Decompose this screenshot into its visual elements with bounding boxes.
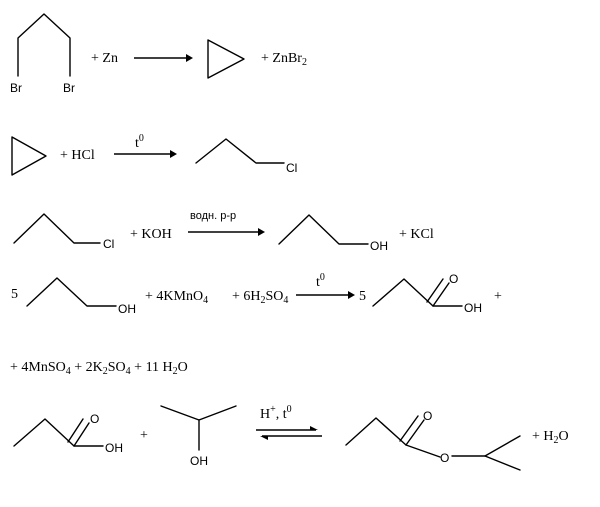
equilibrium-arrows [256,426,322,440]
reaction-2: + HCl t0 Cl [11,133,297,176]
isopropyl-propanoate-product: O O [345,409,521,471]
hydroxyl-label: OH [118,302,136,316]
dibromopropane-skeleton [17,13,71,77]
propanoic-acid-reactant: O OH [13,412,123,455]
water-byproduct: + H2O [532,429,569,446]
hydrogen-chloride-reagent: + HCl [60,148,95,163]
carbonyl-oxygen-label: O [423,409,432,423]
hydroxyl-label: OH [105,441,123,455]
reaction-4: 5 OH + 4KMnO4 + 6H2SO4 t0 5 O OH + [11,272,502,316]
heat-condition-2: t0 [135,133,144,151]
cyclopropane-product [207,39,245,79]
reaction-arrow-2 [114,150,177,158]
potassium-hydroxide-reagent: + KOH [130,227,172,242]
hydroxyl-label: OH [370,239,388,253]
chloropropane-reactant-skeleton [13,213,101,244]
plus-sign: + [140,428,148,443]
propanoic-acid-product: O OH [372,272,482,315]
chloropropane-skeleton [195,138,285,164]
reaction-arrow-1 [134,54,193,62]
continuation-plus: + [494,289,502,304]
reaction-6: O OH + OH H+, t0 O O + H2O [13,404,569,471]
reaction-1: Br Br + Zn + ZnBr2 [10,13,307,95]
zinc-reagent: + Zn [91,51,118,66]
carbonyl-oxygen-label: O [90,412,99,426]
permanganate-reagent: + 4KMnO4 [145,289,208,306]
acid-heat-condition: H+, t0 [260,404,292,422]
reaction-arrow-3 [188,228,265,236]
potassium-chloride-byproduct: + KCl [399,227,434,242]
coefficient-right: 5 [359,289,366,304]
hydroxyl-label: OH [190,454,208,468]
coefficient-left: 5 [11,287,18,302]
cyclopropane-reactant [11,136,47,176]
chlorine-label: Cl [286,161,297,175]
propanol-reactant-skeleton [26,277,117,307]
reaction-3: Cl + KOH водн. р-р OH + KCl [13,210,434,253]
bromine-label-2: Br [63,81,75,95]
byproducts-line: + 4MnSO4 + 2K2SO4 + 11 H2O [10,360,188,377]
propanol-skeleton [278,214,369,245]
ester-oxygen-label: O [440,451,449,465]
hydroxyl-label: OH [464,301,482,315]
zinc-bromide-byproduct: + ZnBr2 [261,51,307,68]
sulfuric-acid-reagent: + 6H2SO4 [232,289,288,306]
isopropanol-reactant: OH [160,405,237,468]
heat-condition-4: t0 [316,272,325,290]
carbonyl-oxygen-label: O [449,272,458,286]
chlorine-label: Cl [103,237,114,251]
bromine-label-1: Br [10,81,22,95]
reaction-arrow-4 [296,291,355,299]
aqueous-solution-condition: водн. р-р [190,210,236,222]
